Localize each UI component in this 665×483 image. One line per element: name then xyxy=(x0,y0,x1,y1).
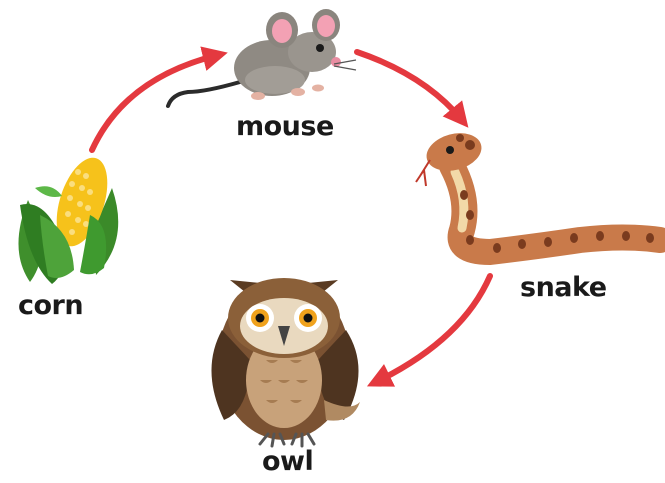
corn-label: corn xyxy=(18,290,83,321)
owl-icon xyxy=(211,278,360,446)
mouse-label: mouse xyxy=(236,111,334,142)
mouse-icon xyxy=(168,9,356,106)
owl-label: owl xyxy=(262,446,313,477)
arrow-snake-to-owl xyxy=(376,276,490,382)
arrow-mouse-to-snake xyxy=(357,52,462,120)
corn-icon xyxy=(18,151,118,284)
snake-label: snake xyxy=(520,272,607,303)
snake-icon xyxy=(416,127,660,253)
arrow-corn-to-mouse xyxy=(92,55,218,150)
